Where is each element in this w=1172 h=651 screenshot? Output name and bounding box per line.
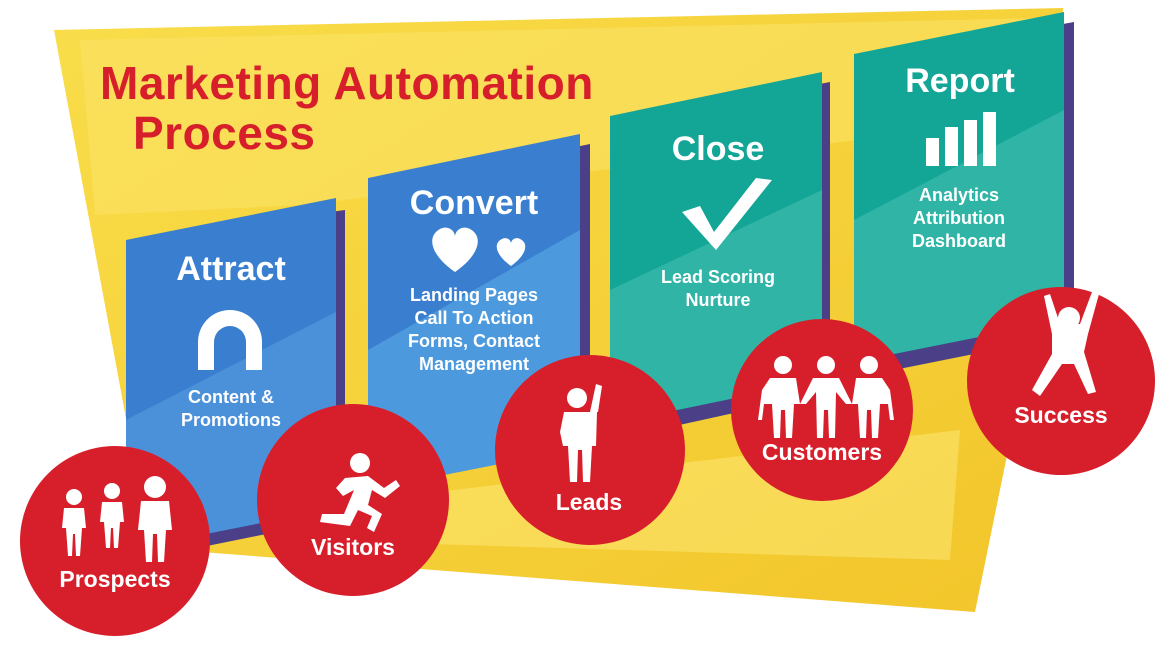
stage-item: Lead Scoring — [660, 267, 776, 287]
running-person-icon — [320, 453, 400, 532]
magnet-icon — [198, 310, 262, 370]
bar-chart-icon — [926, 112, 996, 166]
stage-item: Content & — [188, 387, 274, 407]
hearts-icon — [432, 227, 526, 272]
stage-title-convert: Convert — [409, 184, 539, 222]
audience-label-success: Success — [1014, 402, 1108, 428]
stage-item: Management — [418, 354, 530, 374]
banner-highlight — [80, 18, 1040, 215]
hand-raised-person-icon — [560, 384, 602, 482]
group-people-icon — [62, 476, 172, 562]
success-circle — [967, 287, 1155, 475]
audience-label-leads: Leads — [555, 489, 623, 515]
page-title-line2: Process — [133, 107, 316, 159]
stage-items-attract: Content & Promotions — [126, 386, 336, 432]
audience-label-visitors: Visitors — [311, 534, 395, 560]
audience-label-prospects: Prospects — [59, 566, 171, 592]
stage-item: Promotions — [180, 410, 281, 430]
stage-item: Call To Action — [414, 308, 534, 328]
stage-title-attract: Attract — [176, 250, 286, 288]
stage-title-close: Close — [671, 130, 765, 168]
stage-item: Nurture — [685, 290, 751, 310]
stage-item: Forms, Contact — [407, 331, 540, 351]
stage-item: Analytics — [918, 185, 1000, 205]
holding-hands-people-icon — [758, 356, 894, 438]
stage-item: Landing Pages — [409, 285, 539, 305]
stage-item: Attribution — [913, 208, 1005, 228]
stage-item: Dashboard — [911, 231, 1007, 251]
audience-label-customers: Customers — [761, 439, 883, 465]
stage-items-convert: Landing Pages Call To Action Forms, Cont… — [368, 284, 580, 376]
stage-title-report: Report — [905, 62, 1015, 100]
report-panel-sheen — [854, 110, 1064, 362]
stage-items-report: Analytics Attribution Dashboard — [856, 184, 1062, 253]
celebrating-person-icon — [1032, 292, 1099, 396]
page-title-line1: Marketing Automation — [100, 57, 594, 109]
stage-items-close: Lead Scoring Nurture — [612, 266, 824, 312]
checkmark-icon — [682, 178, 772, 250]
